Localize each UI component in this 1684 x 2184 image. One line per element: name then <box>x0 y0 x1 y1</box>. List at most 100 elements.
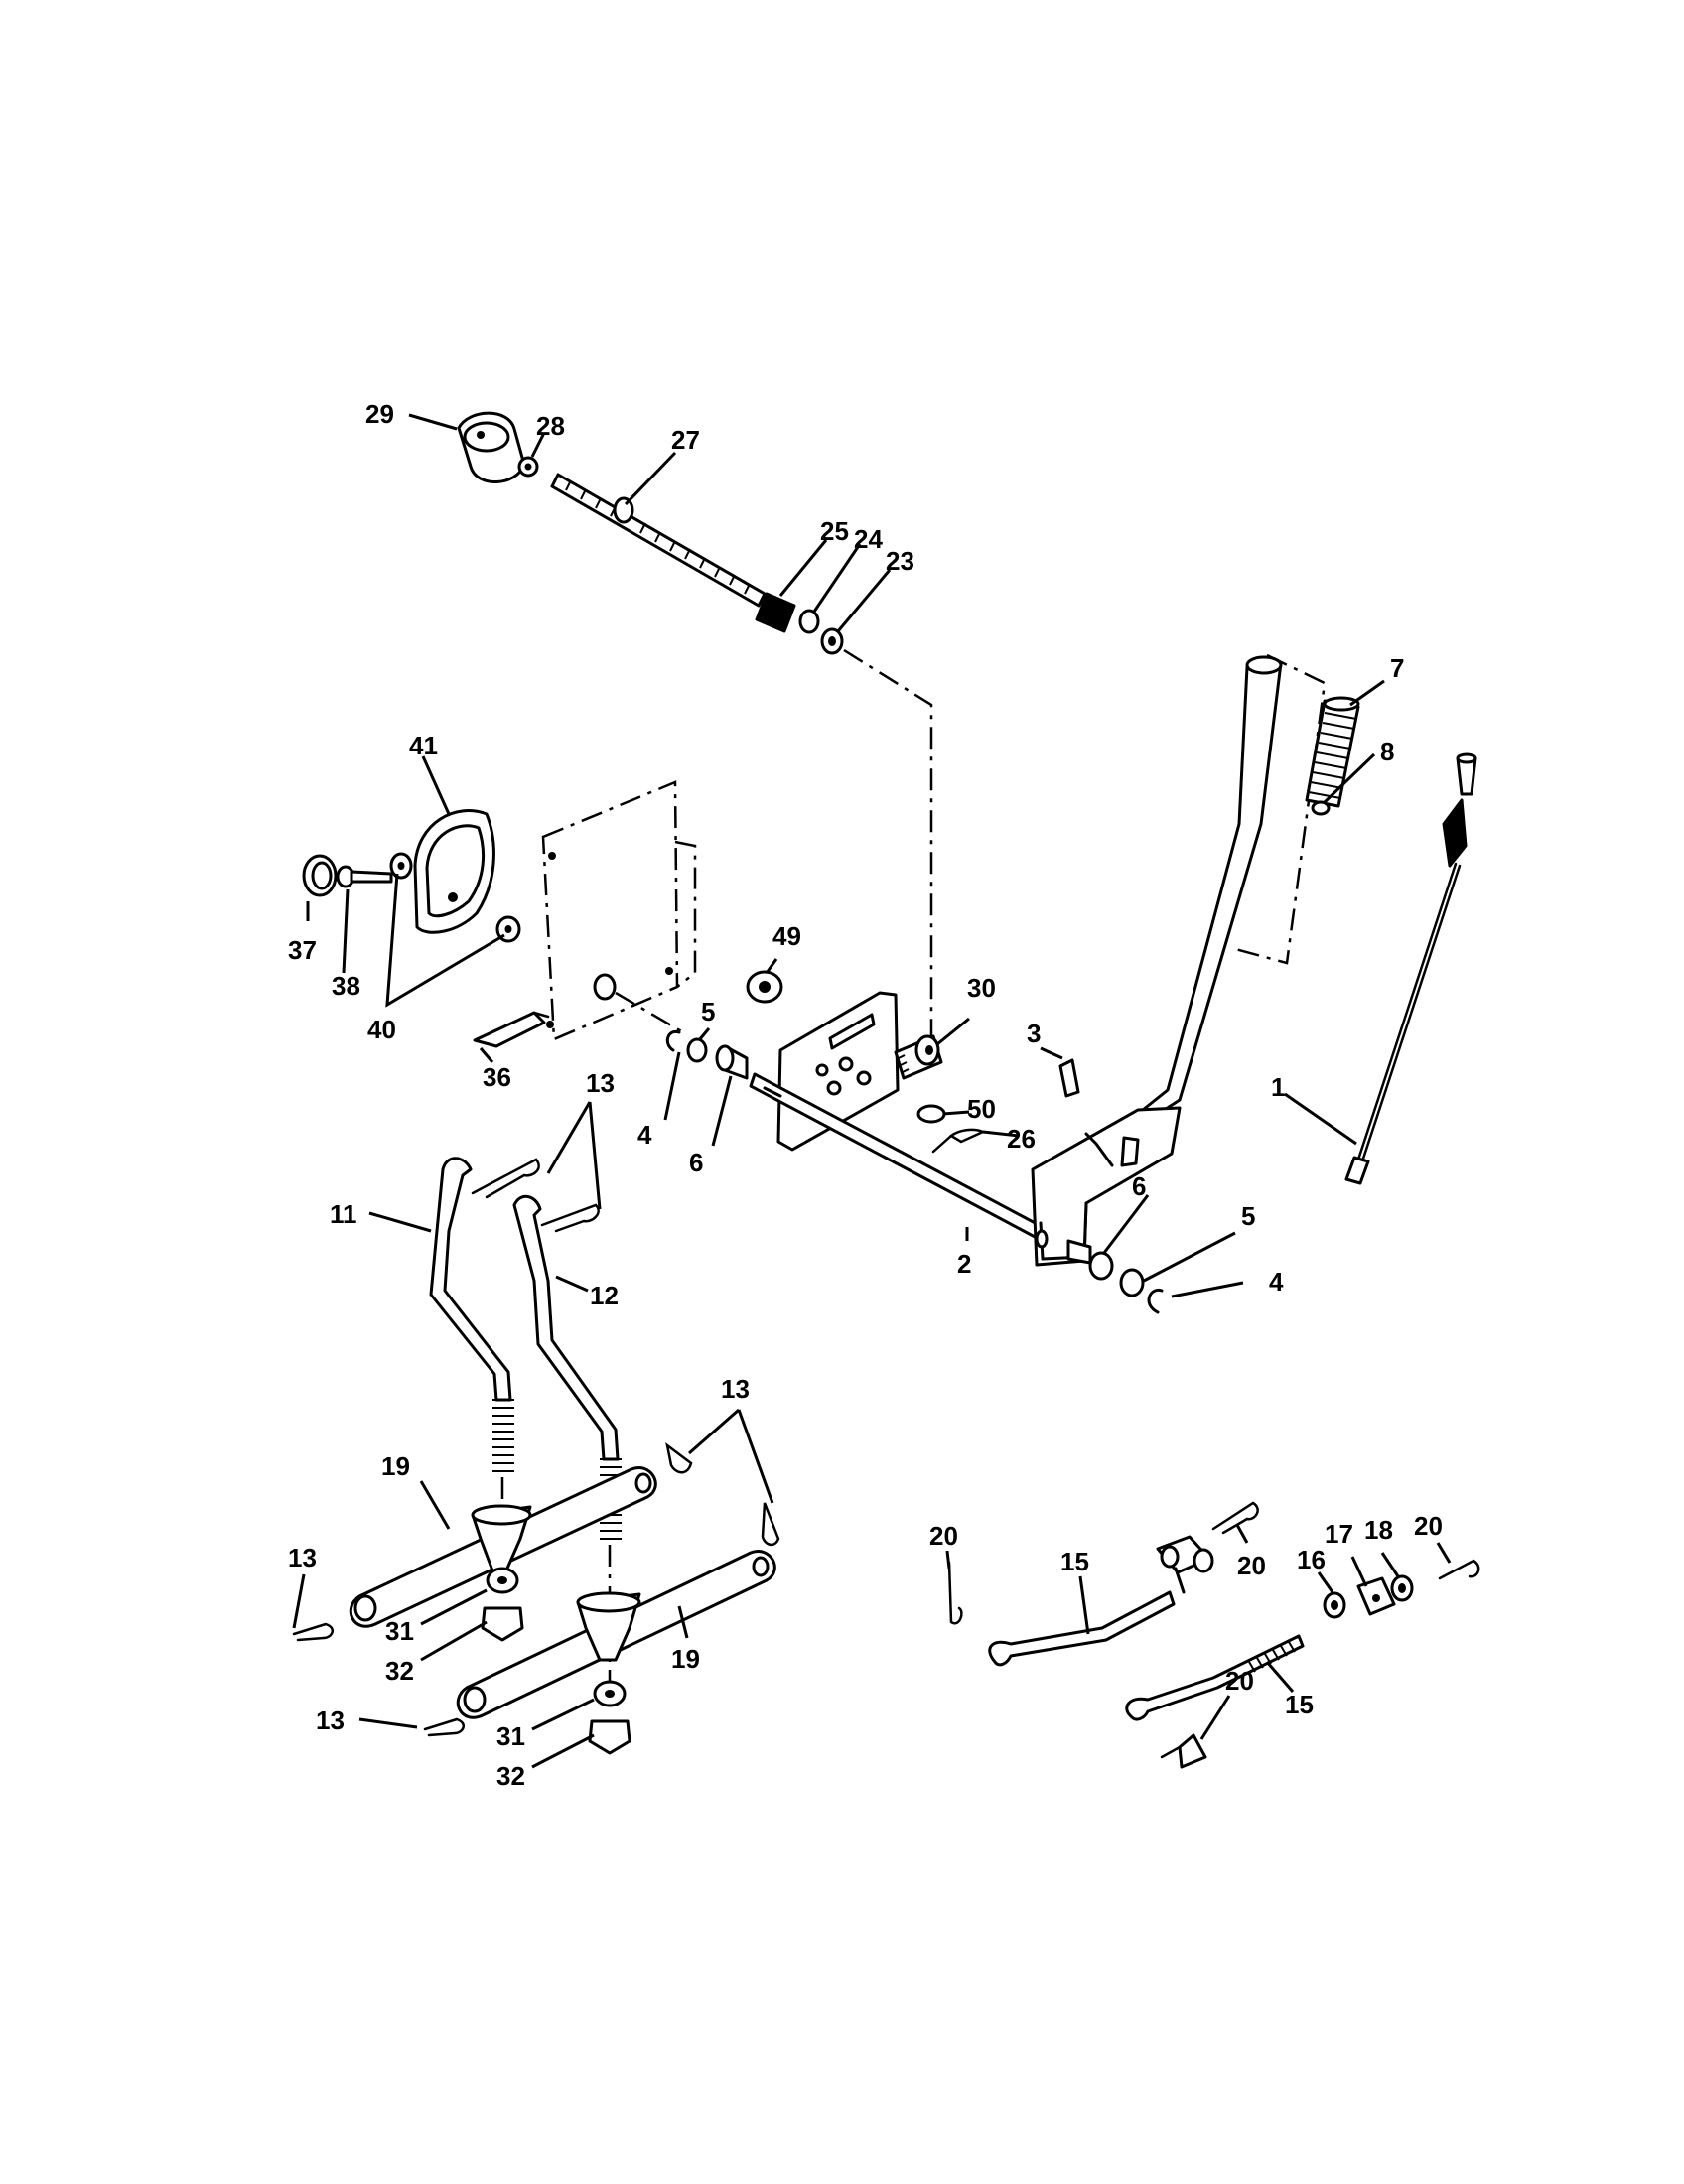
lift-arm-19b <box>456 1550 776 1719</box>
callout-19a: 19 <box>381 1451 410 1481</box>
callout-18: 18 <box>1364 1515 1393 1545</box>
nut-31a <box>486 1567 519 1594</box>
callout-28: 28 <box>536 411 565 441</box>
callout-49: 49 <box>772 921 801 951</box>
callout-40: 40 <box>367 1015 396 1044</box>
callout-25: 25 <box>820 516 849 546</box>
washer-24 <box>798 609 820 634</box>
washer-23 <box>820 627 844 655</box>
callout-31a: 31 <box>385 1616 414 1646</box>
shield-41 <box>413 809 495 934</box>
pin-20a <box>947 1561 963 1625</box>
callout-31b: 31 <box>496 1721 525 1751</box>
callout-20d: 20 <box>1225 1666 1254 1696</box>
callout-11: 11 <box>330 1199 357 1229</box>
nut-32b <box>588 1719 632 1755</box>
trunnion-a <box>1156 1535 1214 1594</box>
spring-25 <box>755 592 796 633</box>
mounting-plate <box>541 780 697 1041</box>
callout-19b: 19 <box>671 1644 700 1674</box>
callout-20b: 20 <box>1237 1551 1266 1580</box>
callout-30: 30 <box>967 973 996 1003</box>
threaded-rod-27 <box>550 473 767 608</box>
link-11 <box>429 1157 514 1472</box>
callout-17: 17 <box>1325 1519 1353 1549</box>
callouts: 29 28 27 25 24 23 41 37 38 40 36 49 5 4 … <box>288 399 1443 1791</box>
callout-4b: 4 <box>1269 1267 1284 1297</box>
callout-16: 16 <box>1297 1545 1326 1574</box>
hair-pin-13b <box>540 1203 600 1233</box>
bushing-18 <box>1390 1574 1414 1602</box>
centerline-top <box>843 648 933 1052</box>
cable-1 <box>1344 752 1477 1185</box>
callout-7: 7 <box>1390 653 1404 683</box>
callout-5a: 5 <box>701 997 715 1026</box>
callout-36: 36 <box>483 1062 511 1092</box>
callout-23: 23 <box>886 546 914 576</box>
bushing-37 <box>302 854 338 897</box>
trunnion-17 <box>1356 1576 1396 1616</box>
lever-arm <box>1031 655 1283 1267</box>
pivot-30 <box>894 1034 943 1080</box>
hair-pin-13e <box>292 1622 334 1642</box>
callout-6b: 6 <box>1132 1171 1146 1201</box>
callout-27: 27 <box>671 425 700 455</box>
nut-31b <box>593 1680 627 1707</box>
pin-20b <box>1211 1501 1259 1535</box>
hair-pin-13f <box>423 1717 465 1737</box>
callout-12: 12 <box>590 1281 619 1310</box>
callout-13b: 13 <box>721 1374 750 1404</box>
pin-26 <box>931 1128 987 1154</box>
callout-13d: 13 <box>316 1706 345 1735</box>
callout-15b: 15 <box>1285 1690 1314 1719</box>
callout-4a: 4 <box>637 1120 652 1150</box>
callout-41: 41 <box>409 731 438 760</box>
e-ring-4b <box>1147 1288 1164 1314</box>
callout-15a: 15 <box>1060 1547 1089 1576</box>
pin-3 <box>1058 1058 1080 1098</box>
callout-26: 26 <box>1007 1124 1036 1154</box>
washer-5a <box>686 1037 708 1063</box>
callout-2: 2 <box>957 1249 971 1279</box>
rod-15b <box>1125 1634 1305 1721</box>
callout-8: 8 <box>1380 737 1394 766</box>
lift-arm-19a <box>349 1466 657 1628</box>
pin-20d <box>1160 1733 1207 1769</box>
nut-32a <box>481 1606 524 1642</box>
callout-20a: 20 <box>929 1521 958 1551</box>
pin-20c <box>1438 1559 1480 1580</box>
washer-49 <box>746 970 783 1004</box>
bushing-6b <box>1066 1239 1114 1281</box>
washer-16 <box>1323 1591 1346 1619</box>
callout-1: 1 <box>1271 1072 1285 1102</box>
bushing-6a <box>715 1044 749 1080</box>
hair-pin-13a <box>471 1158 540 1199</box>
washer-50 <box>916 1104 946 1124</box>
shaft-2 <box>749 1072 1045 1241</box>
bolt-38 <box>336 865 393 888</box>
callout-38: 38 <box>332 971 360 1001</box>
callout-3: 3 <box>1027 1019 1041 1048</box>
washer-5b <box>1119 1268 1145 1297</box>
callout-13a: 13 <box>586 1068 615 1098</box>
hair-pin-13c <box>665 1442 693 1474</box>
callout-37: 37 <box>288 935 317 965</box>
callout-6a: 6 <box>689 1148 703 1177</box>
callout-29: 29 <box>365 399 394 429</box>
leader-lines <box>292 413 1452 1769</box>
callout-13c: 13 <box>288 1543 317 1572</box>
grip-outline <box>1234 653 1327 965</box>
rod-15a <box>988 1590 1176 1667</box>
callout-5b: 5 <box>1241 1201 1255 1231</box>
callout-20c: 20 <box>1414 1511 1443 1541</box>
callout-24: 24 <box>854 524 883 554</box>
pin-8 <box>1311 800 1331 816</box>
grip-7 <box>1305 696 1360 808</box>
hair-pin-13d <box>761 1502 780 1547</box>
nut-28 <box>517 456 539 478</box>
washer-40a <box>389 852 413 880</box>
callout-32a: 32 <box>385 1656 414 1686</box>
callout-50: 50 <box>967 1094 996 1124</box>
clip-36 <box>473 1011 550 1048</box>
